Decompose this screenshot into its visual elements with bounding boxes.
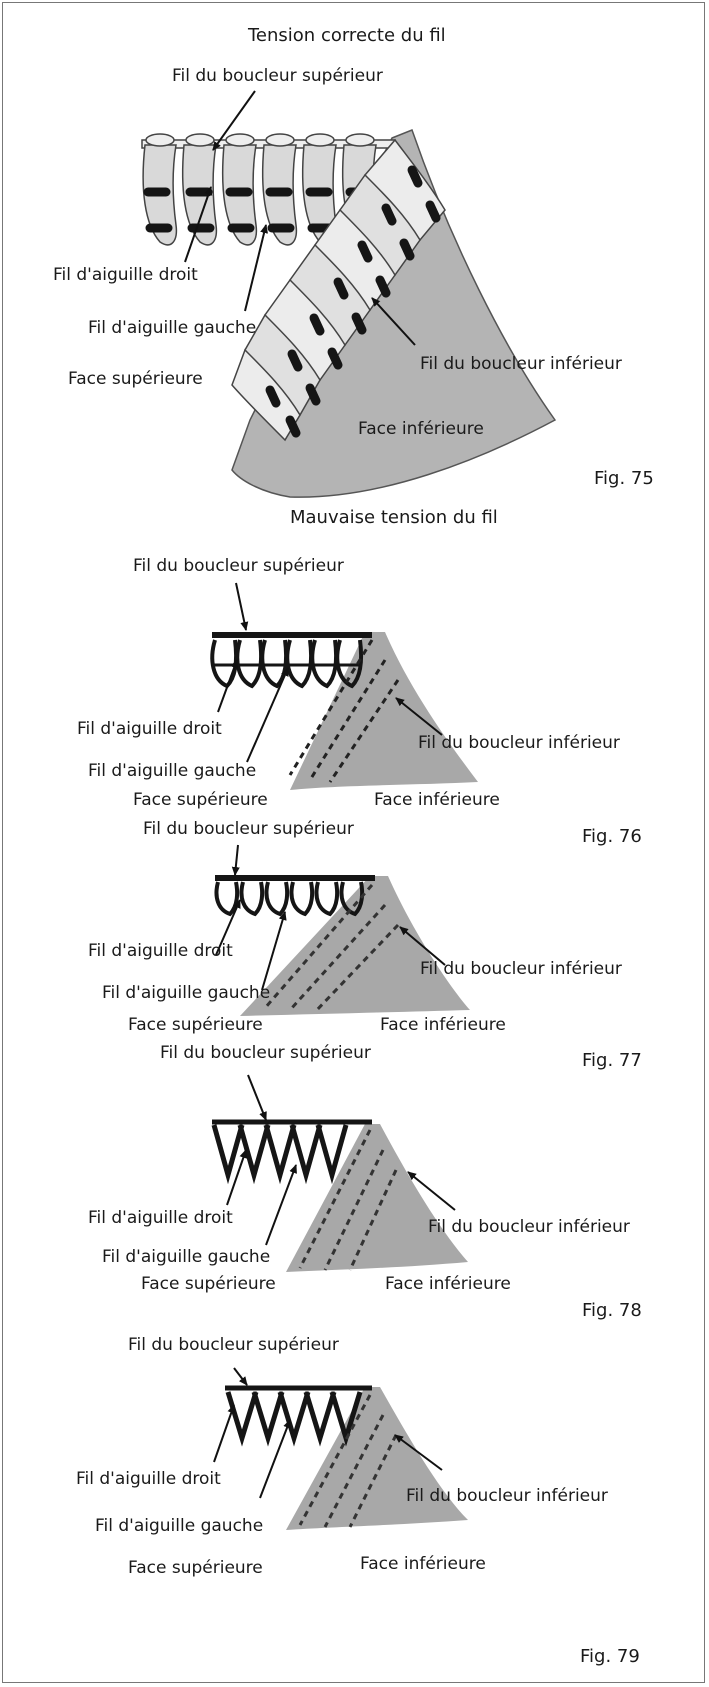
fig76-label-lower-looper: Fil du boucleur inférieur xyxy=(418,733,620,753)
fig78-label-left-needle: Fil d'aiguille gauche xyxy=(102,1247,271,1267)
fig75-arrow-left-needle xyxy=(244,224,268,312)
fig75-label-right-needle: Fil d'aiguille droit xyxy=(53,265,198,285)
fig75-arrow-upper-looper xyxy=(212,90,256,151)
fig79-label-left-needle: Fil d'aiguille gauche xyxy=(95,1516,264,1536)
fig78-diagonal-band xyxy=(298,1129,398,1271)
fig75-arrows xyxy=(184,90,416,346)
fig79-arrows xyxy=(213,1367,443,1499)
fig78-label-upper-looper: Fil du boucleur supérieur xyxy=(160,1043,371,1063)
fig77-arrows xyxy=(215,844,446,991)
heading-correct-tension: Tension correcte du fil xyxy=(248,25,446,46)
fig76-arrows xyxy=(217,582,443,763)
fig75-fabric-panel xyxy=(231,129,557,498)
fig77-label-upper-looper: Fil du boucleur supérieur xyxy=(143,819,354,839)
fig79-label-top-face: Face supérieure xyxy=(128,1558,263,1578)
fig79-label-bottom-face: Face inférieure xyxy=(360,1554,486,1574)
fig76-label-upper-looper: Fil du boucleur supérieur xyxy=(133,556,344,576)
fig76-fabric-panel xyxy=(290,632,478,790)
fig79-diagonal-band xyxy=(298,1394,398,1528)
fig77-illustration xyxy=(214,844,470,1016)
fig77-label-bottom-face: Face inférieure xyxy=(380,1015,506,1035)
fig75-label-top-face: Face supérieure xyxy=(68,369,203,389)
heading-wrong-tension: Mauvaise tension du fil xyxy=(290,507,498,528)
fig79-number: Fig. 79 xyxy=(580,1646,640,1667)
fig77-label-right-needle: Fil d'aiguille droit xyxy=(88,941,233,961)
fig75-arrow-lower-looper xyxy=(371,297,416,346)
fig78-fabric-panel xyxy=(286,1124,468,1272)
fig75-diagonal-dashes xyxy=(265,165,441,438)
fig76-label-right-needle: Fil d'aiguille droit xyxy=(77,719,222,739)
fig75-label-left-needle: Fil d'aiguille gauche xyxy=(88,318,257,338)
fig78-label-lower-looper: Fil du boucleur inférieur xyxy=(428,1217,630,1237)
fig79-label-lower-looper: Fil du boucleur inférieur xyxy=(406,1486,608,1506)
fig79-label-right-needle: Fil d'aiguille droit xyxy=(76,1469,221,1489)
fig75-label-bottom-face: Face inférieure xyxy=(358,419,484,439)
fig79-illustration xyxy=(213,1367,468,1530)
fig79-fabric-panel xyxy=(286,1387,468,1530)
fig78-illustration xyxy=(211,1074,468,1272)
fig78-label-bottom-face: Face inférieure xyxy=(385,1274,511,1294)
fig75-number: Fig. 75 xyxy=(594,468,654,489)
fig77-diagonal-band xyxy=(263,884,400,1014)
fig78-label-right-needle: Fil d'aiguille droit xyxy=(88,1208,233,1228)
fig79-top-band xyxy=(225,1385,372,1447)
fig75-top-band xyxy=(141,133,396,246)
fig76-number: Fig. 76 xyxy=(582,826,642,847)
fig78-label-top-face: Face supérieure xyxy=(141,1274,276,1294)
fig78-number: Fig. 78 xyxy=(582,1300,642,1321)
fig76-illustration xyxy=(210,582,478,790)
fig75-arrow-right-needle xyxy=(184,186,213,263)
fig78-top-band xyxy=(211,1119,372,1185)
fig79-label-upper-looper: Fil du boucleur supérieur xyxy=(128,1335,339,1355)
fig75-illustration xyxy=(141,90,557,498)
fig77-fabric-panel xyxy=(240,876,470,1016)
fig76-label-bottom-face: Face inférieure xyxy=(374,790,500,810)
fig76-label-left-needle: Fil d'aiguille gauche xyxy=(88,761,257,781)
fig76-diagonal-band xyxy=(288,639,400,783)
fig77-number: Fig. 77 xyxy=(582,1050,642,1071)
fig77-label-left-needle: Fil d'aiguille gauche xyxy=(102,983,271,1003)
fig76-label-top-face: Face supérieure xyxy=(133,790,268,810)
fig76-top-band xyxy=(210,632,372,689)
fig77-label-lower-looper: Fil du boucleur inférieur xyxy=(420,959,622,979)
fig75-diagonal-band xyxy=(231,138,446,442)
fig75-label-lower-looper: Fil du boucleur inférieur xyxy=(420,354,622,374)
fig77-label-top-face: Face supérieure xyxy=(128,1015,263,1035)
fig75-label-upper-looper: Fil du boucleur supérieur xyxy=(172,66,383,86)
fig78-arrows xyxy=(226,1074,456,1246)
